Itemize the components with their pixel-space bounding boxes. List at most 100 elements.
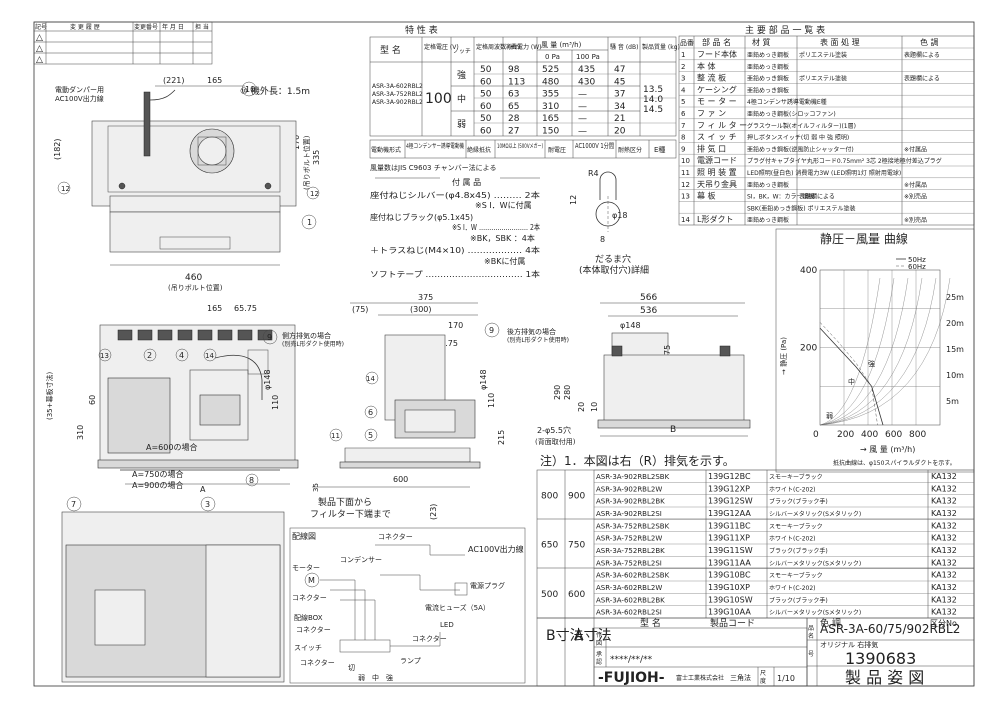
variant-cell: ASR-3A-602RBL2SBK xyxy=(596,572,670,580)
tb-f7: 名 xyxy=(808,632,814,640)
callout-14-side: 14 xyxy=(366,375,375,383)
motor-3: 10MΩ以上 (500Vメガー) xyxy=(497,142,543,150)
x-tick: 400 xyxy=(861,430,878,440)
tb-doc-title: 製 品 姿 図 xyxy=(845,668,924,687)
parts-cell: 排 気 口 xyxy=(697,143,726,153)
sv-dim-6575: 65.75 xyxy=(435,339,458,348)
variant-cell: ASR-3A-602RBL2SI xyxy=(596,609,662,617)
parts-cell: 11 xyxy=(681,169,690,177)
w-lbl-12: ランプ xyxy=(400,657,421,665)
fv-a: A xyxy=(200,485,206,494)
dim-335: 335 xyxy=(312,150,321,165)
variant-cell: KA132 xyxy=(931,608,957,617)
dim-460-note: (吊りボルト位置) xyxy=(168,283,223,292)
variant-cell: ホワイト(C-202) xyxy=(769,585,816,592)
spec-model-h: 型 名 xyxy=(380,44,401,56)
w-lbl-10: コネクター xyxy=(412,634,447,643)
chart-title: 静圧－風量 曲線 xyxy=(820,231,908,246)
fv-dim-curtain: (35+幕板寸法) xyxy=(45,371,54,420)
footer-code: 製品コード xyxy=(710,617,755,629)
variant-cell: KA132 xyxy=(931,595,957,604)
spec-weight-h: 製品質量 (kg) xyxy=(642,43,680,51)
parts-cell: ※別売品 xyxy=(904,216,927,224)
variant-cell: 139G10SW xyxy=(708,595,753,604)
filter-note-1: 製品下面から xyxy=(318,496,372,508)
w-lbl-0: コネクター xyxy=(378,532,413,541)
parts-cell: プラグ付キャプタイヤ丸形コード0.75mm² 3芯 2極接地極付差込プラグ xyxy=(747,157,942,165)
rev-h4: 担 当 xyxy=(195,23,209,31)
variant-cell: ブラック(ブラック手) xyxy=(769,547,828,555)
tb-model: ASR-3A-60/75/902RBL2 xyxy=(820,622,960,636)
motor-4: 耐電圧 xyxy=(548,146,566,154)
parts-h4: 色 調 xyxy=(920,37,939,47)
sv-dim-600: 600 xyxy=(393,475,408,484)
w-lbl-3: モーター xyxy=(292,563,320,572)
parts-cell: ス イ ッ チ xyxy=(697,133,737,142)
sv-dim-75: (75) xyxy=(352,305,368,314)
sv-dim-170: 170 xyxy=(448,321,463,330)
right-axis-tick: 20m xyxy=(946,319,964,328)
variant-cell: 139G12BC xyxy=(708,472,751,481)
spec-cell: — xyxy=(578,127,587,137)
rv-dim-75: 75 xyxy=(663,345,672,355)
variant-cell: ブラック(ブラック手) xyxy=(769,498,828,506)
title-block: 作 図 承 認 尺 度 ****/**/** -FUJIOH- 富士工業株式会社… xyxy=(593,617,975,687)
rv-holes-note: (背面取付用) xyxy=(535,437,576,446)
parts-h1: 部 品 名 xyxy=(702,37,731,47)
spec-weight-1: 14.0 xyxy=(643,95,663,105)
variant-cell: ホワイト(C-202) xyxy=(769,536,816,543)
exhaust-back-2: (別売L形ダクト使用時) xyxy=(507,336,569,344)
spec-noise-h: 騒 音 (dB) xyxy=(610,43,638,51)
fv-dim-165: 165 xyxy=(207,304,222,313)
hole-phi18: φ18 xyxy=(612,211,627,220)
parts-cell: ※付属品 xyxy=(904,181,927,189)
variant-cell: ブラック(ブラック手) xyxy=(769,596,828,604)
x-tick: 800 xyxy=(909,430,926,440)
fv-a900: A=900の場合 xyxy=(132,480,183,490)
rev-mark-1: △ xyxy=(36,33,43,43)
callout-5: 5 xyxy=(368,431,373,440)
parts-cell: 2 xyxy=(681,63,685,71)
variant-cell: シルバーメタリック(Sメタリック) xyxy=(769,609,861,617)
resistance-curve xyxy=(819,277,937,426)
spec-cell: 20 xyxy=(614,127,626,137)
sv-dim-300: (300) xyxy=(410,305,432,314)
parts-cell: 亜鉛めっき鋼板(逆風防止シャッター付) xyxy=(747,145,854,153)
variant-cell: スモーキーブラック xyxy=(769,572,823,580)
spec-cell: — xyxy=(578,90,587,100)
rv-dim-566: 566 xyxy=(640,293,657,303)
spec-cell: 50 xyxy=(480,114,492,124)
variant-cell: KA132 xyxy=(931,583,957,592)
filter-view: 7 3 xyxy=(61,496,285,683)
rv-dim-536: 536 xyxy=(640,306,657,316)
parts-cell: 14 xyxy=(681,216,690,224)
brand-logo: -FUJIOH- xyxy=(598,670,665,686)
spec-model-0: ASR-3A-602RBL2 xyxy=(372,83,423,90)
variant-cell: 139G12AA xyxy=(708,509,751,518)
keyhole-detail: R4 12 φ18 8 だるま穴 (本体取付穴)詳細 xyxy=(569,169,649,276)
parts-cell: SBK(亜鉛めっき鋼板) ポリエステル塗装 xyxy=(747,204,855,212)
vent-slot xyxy=(177,329,193,341)
spec-voltage: 100 xyxy=(425,91,452,107)
parts-cell: ポリエステル塗装 xyxy=(799,51,847,59)
parts-cell: 押しボタンスイッチ(切 弱 中 強 照明) xyxy=(747,134,849,142)
acc-1: ※S I．Wに付属 xyxy=(475,200,532,210)
parts-cell: 4 xyxy=(681,86,686,94)
spec-cell: 310 xyxy=(542,102,559,112)
spec-cell: 21 xyxy=(614,114,625,124)
callout-13: 13 xyxy=(100,352,109,360)
sv-dim-215: 215 xyxy=(497,430,506,445)
w-lbl-8: 電流ヒューズ（5A） xyxy=(425,603,490,612)
vent-slot xyxy=(237,329,253,341)
variant-cell: KA132 xyxy=(931,558,957,567)
variant-cell: KA132 xyxy=(931,497,957,506)
parts-cell: 照 明 装 置 xyxy=(697,167,737,177)
spec-table: 特 性 表 型 名 定格電圧 (V) ノッチ 定格周波数 (Hz) 消費電力 (… xyxy=(369,24,680,172)
spec-cell: — xyxy=(578,114,587,124)
variant-cell: ASR-3A-752RBL2SI xyxy=(596,559,662,567)
sv-dim-110: 110 xyxy=(487,393,496,408)
vent-slot xyxy=(197,329,213,341)
spec-notch-2: 弱 xyxy=(457,119,466,130)
w-lbl-14: 切 xyxy=(348,664,355,672)
